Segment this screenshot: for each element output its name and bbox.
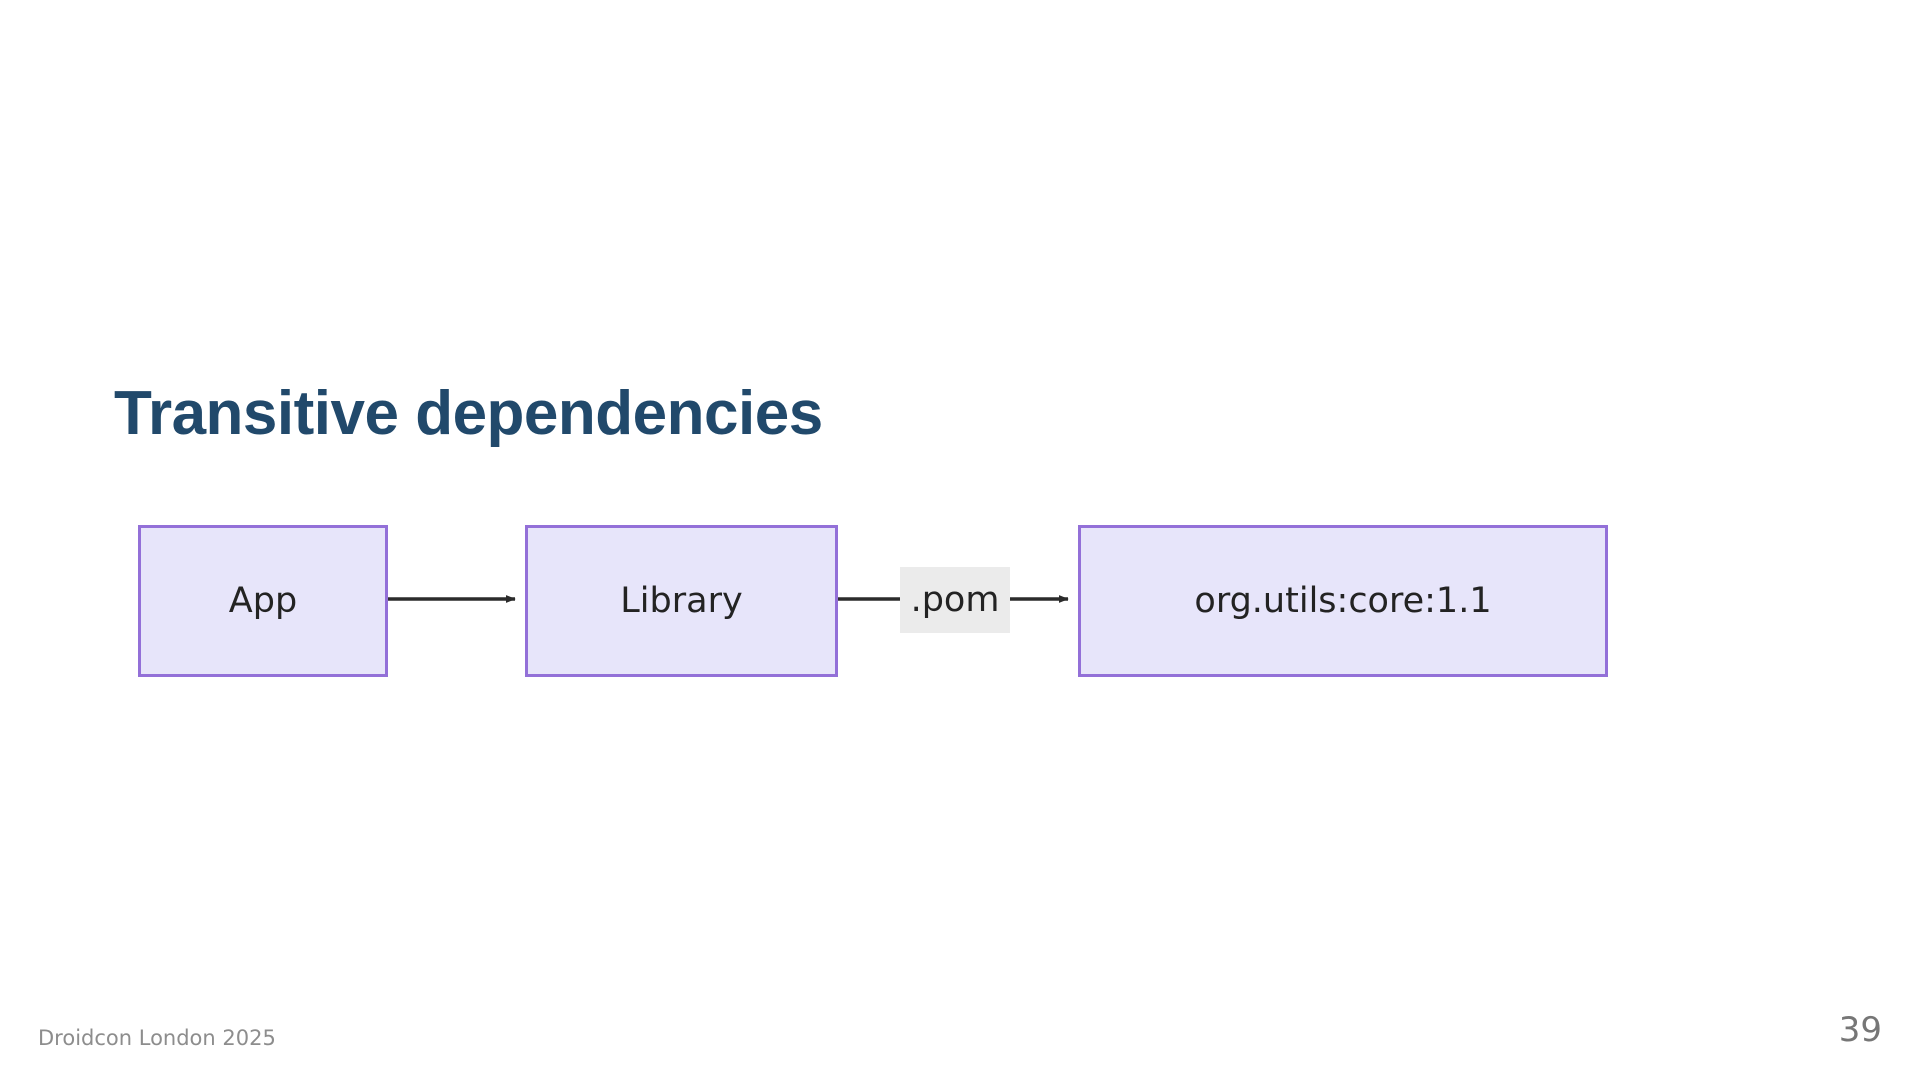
- footer-page-number: 39: [1838, 1010, 1882, 1050]
- diagram-node-app-label: App: [228, 580, 298, 621]
- diagram-node-library[interactable]: Library: [525, 525, 838, 677]
- diagram-node-core[interactable]: org.utils:core:1.1: [1078, 525, 1608, 677]
- diagram-node-app[interactable]: App: [138, 525, 388, 677]
- diagram-node-core-label: org.utils:core:1.1: [1194, 580, 1492, 621]
- edge-label-pom: .pom: [900, 567, 1010, 633]
- diagram-node-library-label: Library: [620, 580, 743, 621]
- page-title: Transitive dependencies: [114, 379, 823, 448]
- footer-event-name: Droidcon London 2025: [38, 1026, 276, 1050]
